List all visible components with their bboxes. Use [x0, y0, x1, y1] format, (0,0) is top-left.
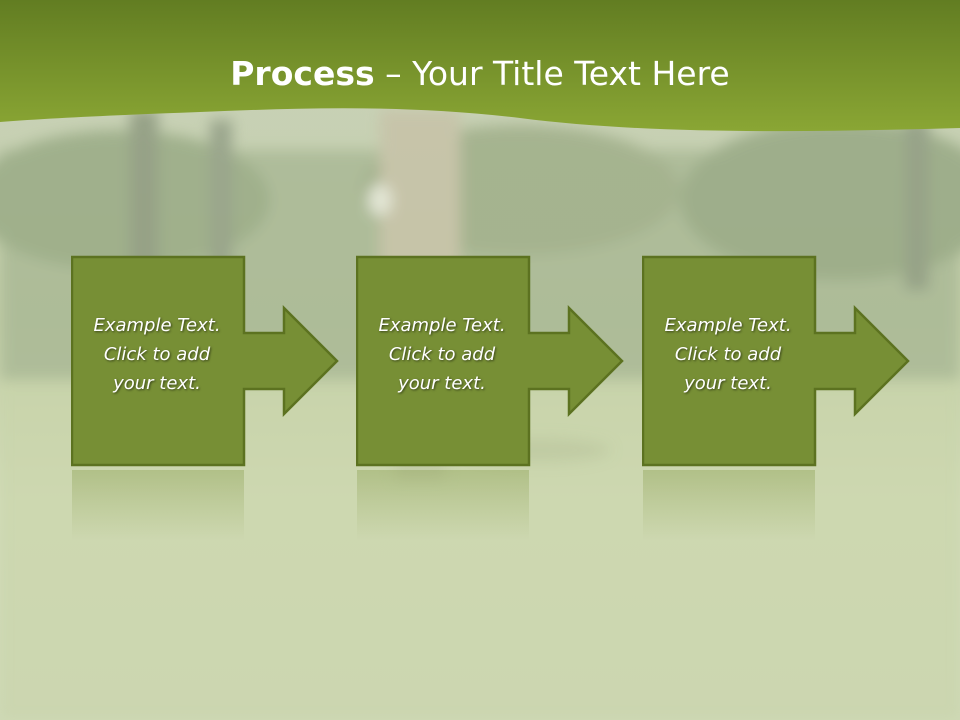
step-1-line-1: Example Text. [93, 315, 221, 336]
step-3-line-1: Example Text. [664, 315, 792, 336]
process-step-3[interactable]: Example Text. Click to add your text. [642, 255, 912, 555]
step-reflections [72, 470, 815, 540]
process-step-2[interactable]: Example Text. Click to add your text. [356, 255, 626, 555]
step-2-line-1: Example Text. [378, 315, 506, 336]
step-1-line-3: your text. [113, 373, 201, 394]
step-1-text: Example Text. Click to add your text. [71, 311, 243, 398]
slide-title[interactable]: Process – Your Title Text Here [0, 52, 960, 96]
step-3-arrow-box-shape [642, 255, 910, 467]
step-2-arrow-box-shape [356, 255, 624, 467]
title-rest: – Your Title Text Here [374, 54, 730, 93]
title-emphasis: Process [230, 54, 375, 93]
step-2-text: Example Text. Click to add your text. [356, 311, 528, 398]
step-1-arrow-box-shape [71, 255, 339, 467]
step-3-line-3: your text. [684, 373, 772, 394]
step-2-line-3: your text. [398, 373, 486, 394]
step-1-line-2: Click to add [103, 344, 211, 365]
step-3-text: Example Text. Click to add your text. [642, 311, 814, 398]
step-2-line-2: Click to add [388, 344, 496, 365]
process-step-1[interactable]: Example Text. Click to add your text. [71, 255, 341, 555]
step-3-line-2: Click to add [674, 344, 782, 365]
